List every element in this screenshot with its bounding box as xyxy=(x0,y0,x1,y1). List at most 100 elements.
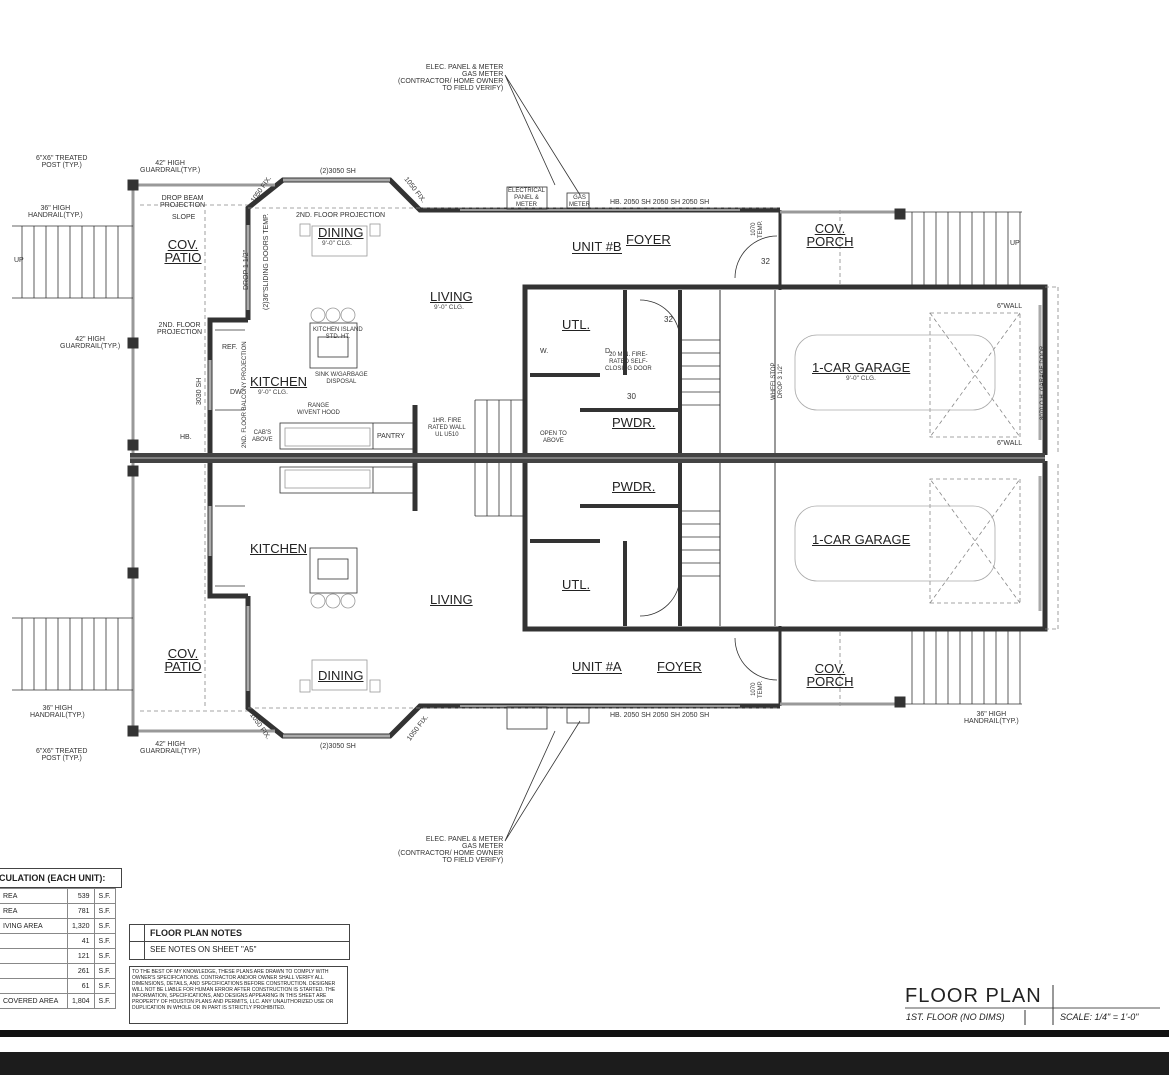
area-label xyxy=(0,933,68,949)
area-unit: S.F. xyxy=(93,963,116,979)
area-unit: S.F. xyxy=(93,903,116,919)
clg-living-b: 9'-0" CLG. xyxy=(434,304,464,311)
washer-label: W. xyxy=(540,348,549,355)
room-patio-a: COV. PATIO xyxy=(164,646,202,674)
sliding-doors: (2)36"SLIDING DOORS TEMP. xyxy=(263,213,270,310)
post-note: 6"x6" TREATED POST (TYP.) xyxy=(36,155,88,169)
wall-6-label: 6"WALL xyxy=(997,303,1023,310)
room-foyer-a: FOYER xyxy=(657,659,702,674)
door-32-tag-2: 32 xyxy=(664,315,673,324)
pantry-label: PANTRY xyxy=(377,433,405,440)
room-living-b: LIVING xyxy=(430,289,473,304)
room-garage-b: 1-CAR GARAGE xyxy=(812,360,911,375)
ref-label: REF. xyxy=(222,344,238,351)
area-label xyxy=(0,948,68,964)
clg-kitchen-b: 9'-0" CLG. xyxy=(258,389,288,396)
notes-title: FLOOR PLAN NOTES xyxy=(150,928,242,938)
slope-label: SLOPE xyxy=(172,214,196,221)
area-label: REA xyxy=(0,888,68,904)
guardrail-note-2: 42" HIGH GUARDRAIL(TYP.) xyxy=(60,336,121,350)
elec-panel-note-bottom: ELEC. PANEL & METER GAS METER (CONTRACTO… xyxy=(398,836,504,864)
room-patio-b: COV. PATIO xyxy=(164,237,202,265)
window-3050: (2)3050 SH xyxy=(320,168,356,175)
area-value: 1,320 xyxy=(67,918,95,934)
area-value: 121 xyxy=(67,948,95,964)
area-value: 41 xyxy=(67,933,95,949)
sheet-scale: SCALE: 1/4" = 1'-0" xyxy=(1060,1012,1139,1022)
drop-label: DROP 1 1/2" xyxy=(243,249,250,290)
area-calculation-heading: CULATION (EACH UNIT): xyxy=(0,868,122,888)
electrical-panel: ELECTRICAL PANEL & METER xyxy=(508,188,546,208)
room-pwdr-b: PWDR. xyxy=(612,415,656,430)
room-pwdr-a: PWDR. xyxy=(612,479,656,494)
island-label: KITCHEN ISLAND STD. HT. xyxy=(313,327,363,340)
area-label xyxy=(0,978,68,994)
area-value: 1,804 xyxy=(67,993,95,1009)
sink-label: SINK W/GARBAGE DISPOSAL xyxy=(315,372,368,385)
notes-body: SEE NOTES ON SHEET "A5" xyxy=(150,945,257,954)
area-value: 61 xyxy=(67,978,95,994)
room-garage-a: 1-CAR GARAGE xyxy=(812,532,911,547)
area-value: 781 xyxy=(67,903,95,919)
guardrail-note: 42" HIGH GUARDRAIL(TYP.) xyxy=(140,160,201,174)
hb-label: HB. xyxy=(180,434,192,441)
window-3050-a: (2)3050 SH xyxy=(320,743,356,750)
area-label: IVING AREA xyxy=(0,918,68,934)
wheelstop-label: WHEELSTOP DROP 3 1/2" xyxy=(771,362,784,400)
door-30-tag: 30 xyxy=(627,392,636,401)
unit-b-label: UNIT #B xyxy=(572,239,622,254)
unit-b-plan xyxy=(12,75,1058,455)
fire-door-label: 20 MIN. FIRE- RATED SELF- CLOSING DOOR xyxy=(605,352,652,372)
room-dining-b: DINING xyxy=(318,225,364,240)
disclaimer: TO THE BEST OF MY KNOWLEDGE, THESE PLANS… xyxy=(129,966,348,1024)
unit-a-label: UNIT #A xyxy=(572,659,622,674)
second-floor-projection: 2ND. FLOOR PROJECTION xyxy=(296,212,386,219)
window-2050-a: HB. 2050 SH 2050 SH 2050 SH xyxy=(610,712,710,719)
border-bar xyxy=(0,1030,1169,1037)
elec-panel-note-top: ELEC. PANEL & METER GAS METER (CONTRACTO… xyxy=(398,64,504,92)
room-dining-a: DINING xyxy=(318,668,364,683)
fire-wall-label: 1HR. FIRE RATED WALL UL U510 xyxy=(428,418,466,438)
room-kitchen-b: KITCHEN xyxy=(250,374,308,389)
wall-6-label-2: 6"WALL xyxy=(997,440,1023,447)
area-label xyxy=(0,963,68,979)
door-1070-a: 1070 TEMP. xyxy=(751,680,764,698)
area-unit: S.F. xyxy=(93,993,116,1009)
bottom-bar xyxy=(0,1052,1169,1075)
area-label: COVERED AREA xyxy=(0,993,68,1009)
door-1070-b: 1070 TEMP. xyxy=(751,220,764,238)
clg-garage-b: 9'-0" CLG. xyxy=(846,375,876,382)
clg-dining-b: 9'-0" CLG. xyxy=(322,240,352,247)
post-note-a: 6"x6" TREATED POST (TYP.) xyxy=(36,748,88,762)
area-unit: S.F. xyxy=(93,918,116,934)
cabs-label: CAB'S ABOVE xyxy=(252,430,273,443)
window-2050: HB. 2050 SH 2050 SH 2050 SH xyxy=(610,199,710,206)
area-unit: S.F. xyxy=(93,888,116,904)
guardrail-note-a: 42" HIGH GUARDRAIL(TYP.) xyxy=(140,741,201,755)
up-label: UP xyxy=(14,257,24,264)
sheet-subtitle: 1ST. FLOOR (NO DIMS) xyxy=(906,1012,1005,1022)
dw-label: DW. xyxy=(230,389,244,396)
gas-meter: GAS METER xyxy=(569,195,590,208)
area-unit: S.F. xyxy=(93,948,116,964)
room-utl-b: UTL. xyxy=(562,317,591,332)
handrail-note-a: 36" HIGH HANDRAIL(TYP.) xyxy=(30,705,85,719)
room-kitchen-a: KITCHEN xyxy=(250,541,308,556)
window-3030: 3030 SH xyxy=(196,377,203,405)
area-unit: S.F. xyxy=(93,978,116,994)
room-porch-b: COV. PORCH xyxy=(806,221,854,249)
room-porch-a: COV. PORCH xyxy=(806,661,854,689)
second-floor-projection-short: 2ND. FLOOR PROJECTION xyxy=(157,322,203,336)
room-utl-a: UTL. xyxy=(562,577,591,592)
dryer-label: D. xyxy=(605,348,612,355)
area-value: 539 xyxy=(67,888,95,904)
